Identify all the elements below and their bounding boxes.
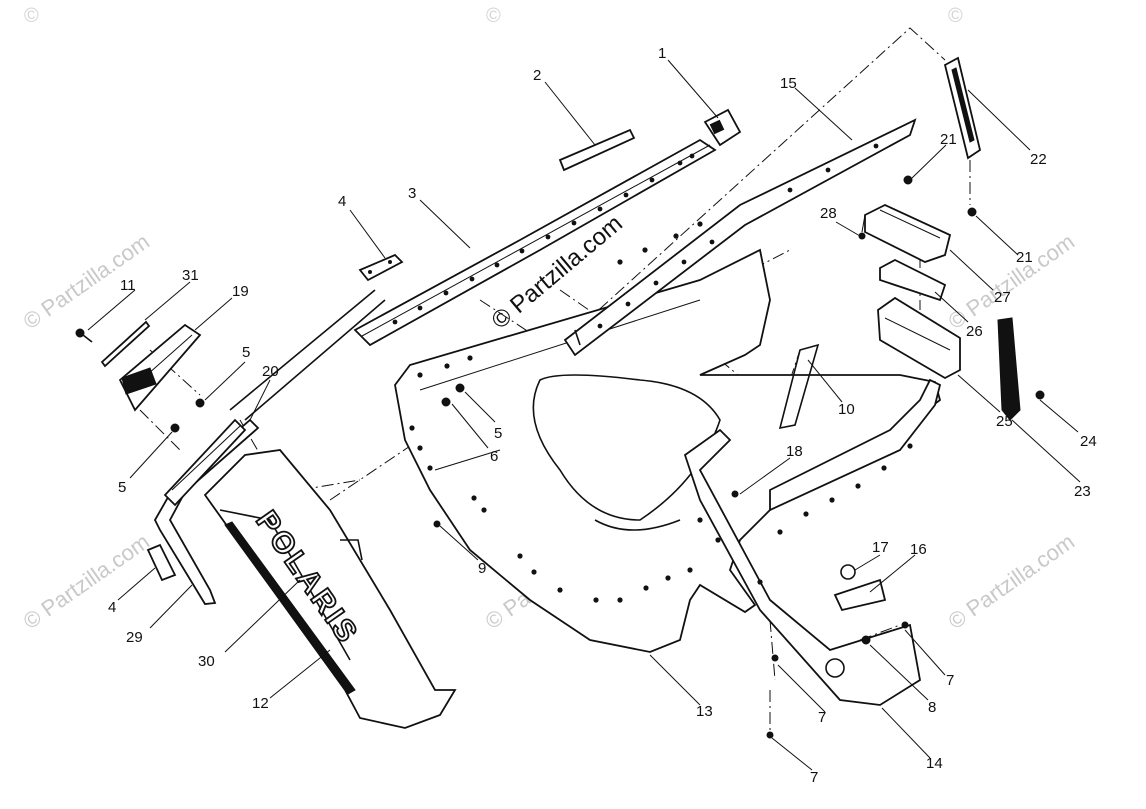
bracket-clip-lower [146, 543, 177, 582]
callout-27: 27 [994, 289, 1011, 306]
callout-21: 21 [1016, 249, 1033, 266]
callout-7: 7 [946, 672, 954, 689]
callout-7: 7 [810, 769, 818, 786]
nose-pan [394, 221, 942, 653]
control-box [864, 204, 952, 263]
rail-end-cap [703, 108, 742, 147]
callout-5: 5 [242, 344, 250, 361]
callout-labels: 1 2 3 4 4 5 5 5 6 7 7 7 7 8 9 10 11 12 1… [108, 45, 1097, 786]
callout-5: 5 [118, 479, 126, 496]
callout-23: 23 [1074, 483, 1091, 500]
callout-28: 28 [820, 205, 837, 222]
callout-24: 24 [1080, 433, 1097, 450]
screw [75, 328, 93, 343]
grommet [840, 564, 856, 580]
callout-6: 6 [490, 448, 498, 465]
hinge-block [118, 323, 202, 412]
callout-5: 5 [494, 425, 502, 442]
watermark: © Partzilla.com [19, 529, 155, 634]
watermark: © Partzilla.com [944, 529, 1080, 634]
corner-watermark-symbol: © [24, 5, 39, 27]
callout-2: 2 [533, 67, 541, 84]
callout-30: 30 [198, 653, 215, 670]
callout-31: 31 [182, 267, 199, 284]
box-housing [877, 296, 961, 380]
callout-26: 26 [966, 323, 983, 340]
callout-10: 10 [838, 401, 855, 418]
callout-15: 15 [780, 75, 797, 92]
callout-4: 4 [108, 599, 116, 616]
mounting-plate [163, 418, 247, 507]
callout-11: 11 [120, 277, 136, 294]
svg-text:Partzilla.com: Partzilla.com [962, 529, 1079, 622]
headlight-cover: POLARIS [203, 449, 457, 729]
latch-plate [833, 578, 887, 612]
callout-4: 4 [338, 193, 346, 210]
callout-25: 25 [996, 413, 1013, 430]
wire-bracket [778, 343, 820, 430]
callout-16: 16 [910, 541, 927, 558]
callout-8: 8 [928, 699, 936, 716]
callout-19: 19 [232, 283, 249, 300]
vertical-bracket [943, 56, 982, 160]
upper-rail [353, 138, 717, 347]
bracket-clip-upper [358, 253, 404, 282]
side-bracket [683, 378, 942, 706]
reinforcement-rail [563, 118, 917, 357]
strap [997, 317, 1021, 421]
foam-pad [879, 258, 947, 302]
leader-lines [87, 59, 1081, 771]
fasteners [170, 175, 1045, 739]
callout-20: 20 [262, 363, 279, 380]
callout-7: 7 [818, 709, 826, 726]
callout-13: 13 [696, 703, 713, 720]
callout-18: 18 [786, 443, 803, 460]
callout-17: 17 [872, 539, 889, 556]
svg-text:Partzilla.com: Partzilla.com [962, 229, 1079, 322]
corner-watermark-symbol: © [948, 5, 963, 27]
callout-14: 14 [926, 755, 943, 772]
callout-22: 22 [1030, 151, 1047, 168]
callout-12: 12 [252, 695, 269, 712]
svg-text:Partzilla.com: Partzilla.com [37, 229, 154, 322]
callout-9: 9 [478, 560, 486, 577]
trim-strip [558, 128, 636, 172]
callout-3: 3 [408, 185, 416, 202]
svg-text:Partzilla.com: Partzilla.com [37, 529, 154, 622]
callout-29: 29 [126, 629, 143, 646]
callout-1: 1 [658, 45, 666, 62]
hinge-pin [100, 320, 151, 368]
callout-21: 21 [940, 131, 957, 148]
corner-watermark-symbol: © [486, 5, 501, 27]
